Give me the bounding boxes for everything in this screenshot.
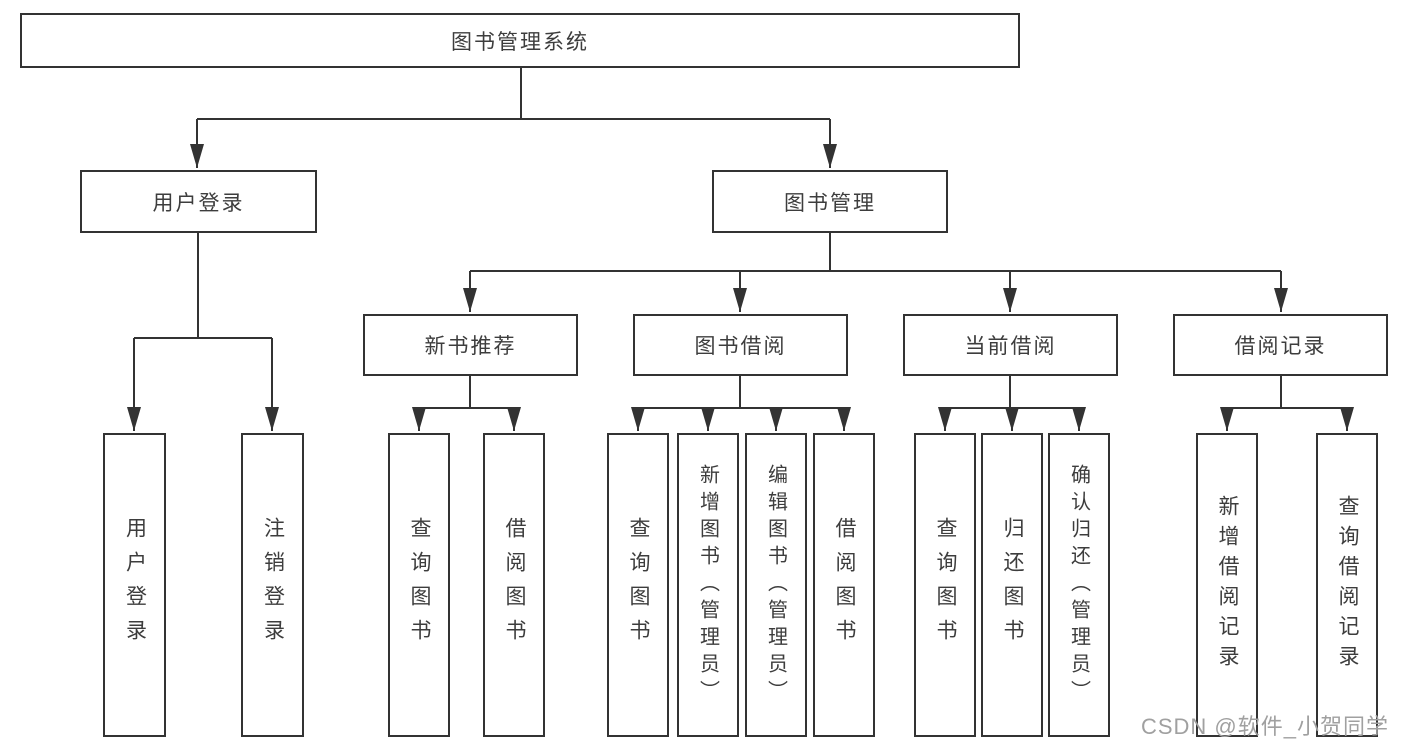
node-current-borrowing: 当前借阅: [903, 314, 1118, 376]
node-book-management: 图书管理: [712, 170, 948, 233]
leaf-logout: 注销登录: [241, 433, 304, 737]
node-borrowing-records: 借阅记录: [1173, 314, 1388, 376]
node-user-login: 用户登录: [80, 170, 317, 233]
leaf-borrow-books-borrowing: 借阅图书: [813, 433, 875, 737]
leaf-confirm-return-admin: 确认归还（管理员）: [1048, 433, 1110, 737]
node-new-book-recommendation: 新书推荐: [363, 314, 578, 376]
node-book-borrowing: 图书借阅: [633, 314, 848, 376]
leaf-borrow-books-recommend: 借阅图书: [483, 433, 545, 737]
leaf-query-books-current: 查询图书: [914, 433, 976, 737]
leaf-return-books: 归还图书: [981, 433, 1043, 737]
leaf-query-borrow-record: 查询借阅记录: [1316, 433, 1378, 737]
leaf-add-borrow-record: 新增借阅记录: [1196, 433, 1258, 737]
leaf-query-books-borrowing: 查询图书: [607, 433, 669, 737]
leaf-add-book-admin: 新增图书（管理员）: [677, 433, 739, 737]
leaf-query-books-recommend: 查询图书: [388, 433, 450, 737]
leaf-edit-book-admin: 编辑图书（管理员）: [745, 433, 807, 737]
node-library-management-system: 图书管理系统: [20, 13, 1020, 68]
leaf-user-login: 用户登录: [103, 433, 166, 737]
